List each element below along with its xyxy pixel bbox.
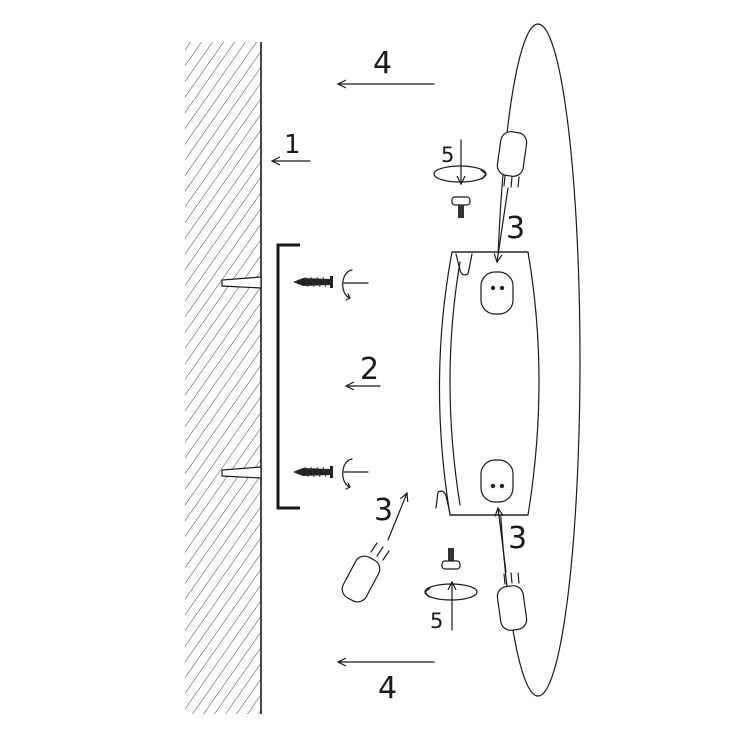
wall-plug-bottom (221, 466, 262, 479)
wall (185, 42, 262, 714)
step-label-3-loose: 3 (374, 493, 393, 528)
bulb-bottom (496, 572, 528, 631)
cover-screw-top (451, 196, 471, 218)
lamp-housing (435, 251, 540, 516)
rotate-icon (424, 583, 478, 601)
socket-bottom (480, 459, 514, 503)
wall-plug-top (221, 276, 262, 289)
bulb-top (496, 131, 528, 188)
step-label-4-top: 4 (373, 46, 392, 81)
step-label-5-bottom: 5 (430, 609, 443, 633)
step-label-5-top: 5 (441, 143, 454, 167)
rotate-icon (433, 165, 487, 183)
arrow-step-3-bottom (498, 508, 507, 573)
step-label-4-bottom: 4 (378, 671, 397, 706)
socket-top (480, 271, 514, 315)
cover-screw-bottom (441, 548, 461, 570)
bulb-loose (341, 542, 390, 603)
step-label-3-top: 3 (506, 211, 525, 246)
bracket-screw-top (293, 276, 333, 288)
rotate-icon (342, 458, 369, 490)
mounting-bracket (276, 243, 300, 510)
arrow-step-3-top (497, 187, 509, 262)
arrow-step-3-loose (387, 493, 407, 541)
step-label-3-bottom: 3 (508, 521, 527, 556)
step-label-2: 2 (360, 352, 379, 387)
step-label-1: 1 (284, 130, 301, 160)
rotate-icon (342, 269, 369, 301)
bracket-screw-bottom (293, 466, 333, 478)
